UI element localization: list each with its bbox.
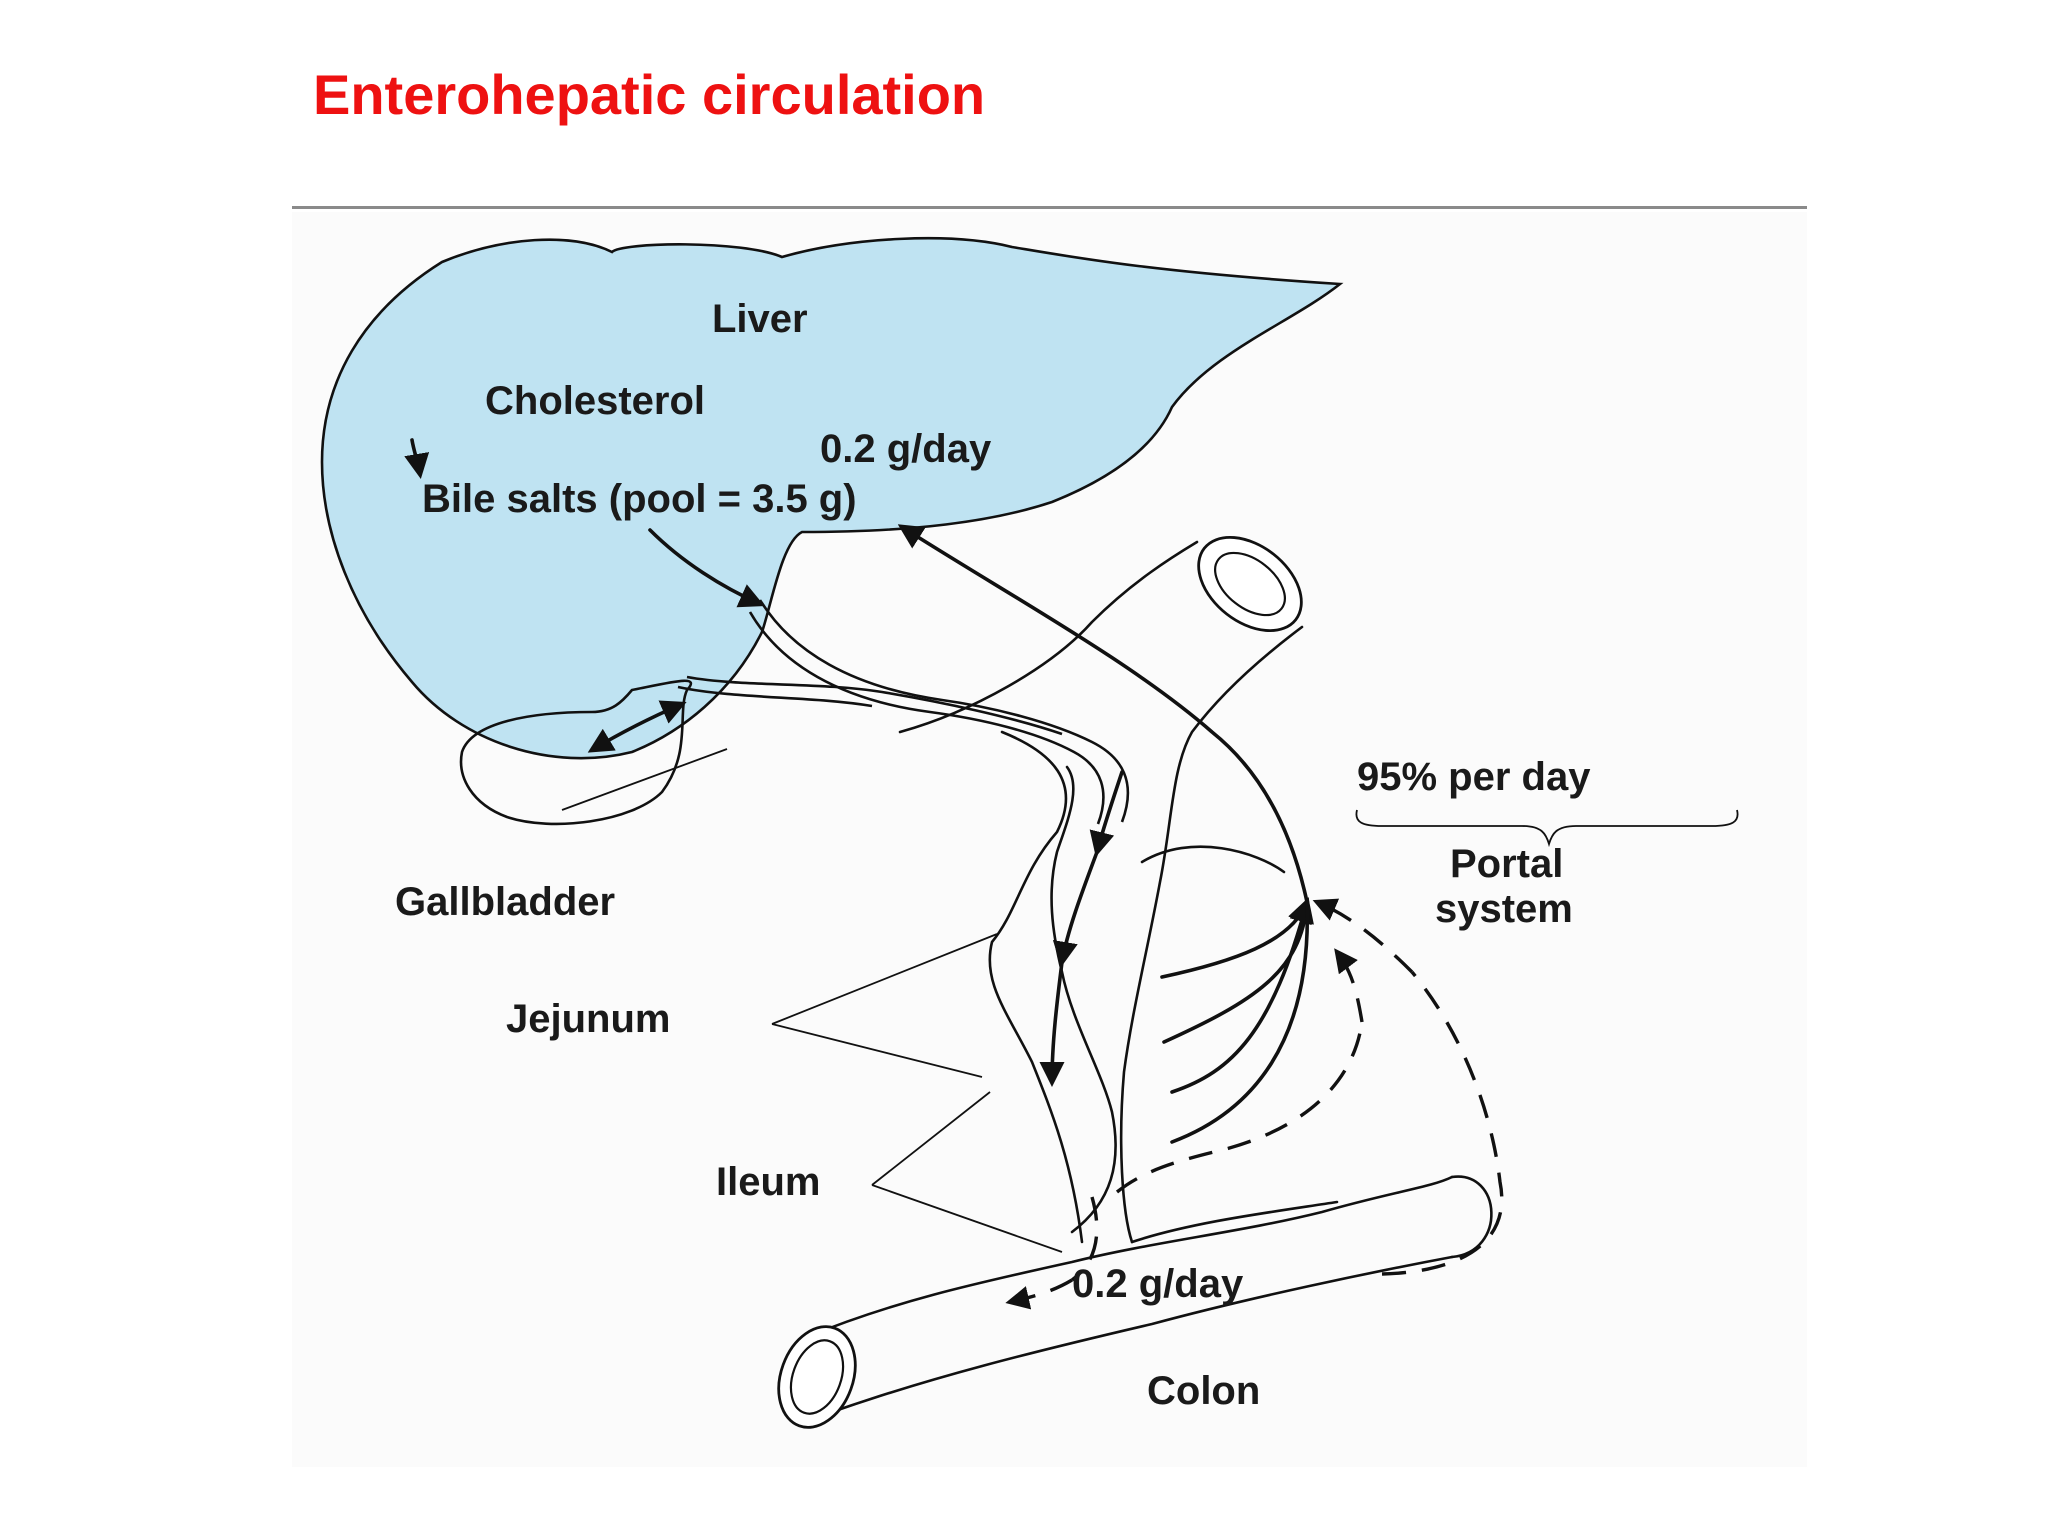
cholesterol-label: Cholesterol [485, 379, 705, 423]
gallbladder [459, 679, 693, 826]
ileum-label: Ileum [716, 1160, 820, 1204]
enterohepatic-diagram: Liver Cholesterol 0.2 g/day Bile salts (… [320, 236, 1739, 1429]
liver [320, 236, 1344, 760]
slide-title: Enterohepatic circulation [313, 63, 986, 126]
dashed-paths [1005, 898, 1504, 1310]
leader-lines [561, 748, 1739, 1253]
fecal-loss-label: 0.2 g/day [1072, 1262, 1244, 1306]
system-label: system [1435, 887, 1573, 931]
bile-duct [677, 599, 1130, 825]
title-divider [292, 206, 1807, 209]
portal-label: Portal [1450, 842, 1563, 886]
gallbladder-label: Gallbladder [395, 880, 615, 924]
reabsorption-label: 95% per day [1357, 755, 1591, 799]
bile-salts-label: Bile salts (pool = 3.5 g) [422, 477, 857, 521]
liver-label: Liver [712, 297, 808, 341]
diagram-panel: Liver Cholesterol 0.2 g/day Bile salts (… [292, 212, 1807, 1467]
small-intestine [988, 730, 1286, 1244]
flow-arrows [404, 438, 1314, 1144]
jejunum-label: Jejunum [506, 997, 670, 1041]
colon-label: Colon [1147, 1369, 1260, 1413]
portal-vein [898, 535, 1304, 1244]
synthesis-rate-label: 0.2 g/day [820, 427, 992, 471]
colon [777, 1175, 1493, 1429]
